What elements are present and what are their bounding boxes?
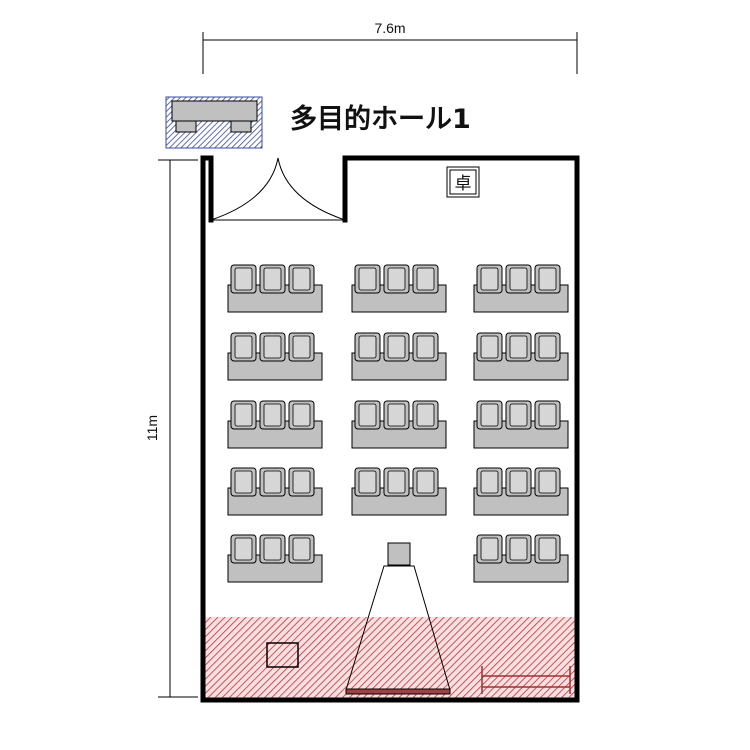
chair-seat: [358, 403, 377, 427]
chair-seat: [509, 403, 528, 427]
seat-block: [473, 467, 569, 516]
chair-seat: [538, 470, 557, 494]
seat-block: [351, 264, 447, 313]
room-walls: [200, 155, 580, 703]
chair-seat: [538, 335, 557, 359]
chair-seat: [538, 267, 557, 291]
chair-seat: [358, 335, 377, 359]
desk: 卓: [446, 166, 480, 198]
chair-seat: [387, 470, 406, 494]
height-dimension: 11m: [144, 159, 198, 698]
seat-block: [351, 400, 447, 449]
chair-seat: [292, 267, 311, 291]
chair-seat: [480, 403, 499, 427]
chair-seat: [480, 267, 499, 291]
seat-block: [473, 534, 569, 583]
chair-seat: [234, 537, 253, 561]
chair-seat: [416, 470, 435, 494]
seat-block: [227, 264, 323, 313]
seat-block: [227, 534, 323, 583]
chair-seat: [416, 403, 435, 427]
projector: [345, 542, 451, 695]
chair-seat: [538, 537, 557, 561]
chair-seat: [263, 335, 282, 359]
storage-area: [165, 96, 263, 149]
chair-seat: [234, 470, 253, 494]
double-door: [210, 157, 346, 221]
chair-seat: [292, 470, 311, 494]
seat-block: [351, 332, 447, 381]
chair-seat: [234, 267, 253, 291]
bench: [481, 666, 571, 694]
chair-seat: [263, 267, 282, 291]
seat-block: [351, 467, 447, 516]
seat-block: [227, 400, 323, 449]
seat-block: [473, 400, 569, 449]
seat-block: [473, 264, 569, 313]
chair-seat: [387, 403, 406, 427]
chair-seat: [509, 267, 528, 291]
chair-seat: [263, 537, 282, 561]
chair-seat: [480, 470, 499, 494]
chair-seat: [292, 403, 311, 427]
chair-seat: [416, 335, 435, 359]
chair-seat: [387, 335, 406, 359]
height-label: 11m: [144, 415, 160, 441]
width-dimension: 7.6m: [202, 20, 578, 74]
chair-seat: [387, 267, 406, 291]
chair-seat: [292, 335, 311, 359]
desk-label: 卓: [455, 174, 472, 194]
chair-seat: [234, 403, 253, 427]
stage-area: [203, 617, 577, 700]
seat-block: [473, 332, 569, 381]
chair-seat: [416, 267, 435, 291]
chair-seat: [263, 470, 282, 494]
chair-seat: [480, 537, 499, 561]
chair-seat: [358, 267, 377, 291]
chair-seat: [480, 335, 499, 359]
chair-seat: [358, 470, 377, 494]
chair-seat: [509, 335, 528, 359]
room-title: 多目的ホール1: [290, 103, 471, 135]
chair-seat: [263, 403, 282, 427]
chair-seat: [538, 403, 557, 427]
width-label: 7.6m: [374, 20, 405, 36]
stage-box: [266, 642, 299, 668]
seat-block: [227, 332, 323, 381]
chair-seat: [509, 470, 528, 494]
chair-seat: [234, 335, 253, 359]
seat-block: [227, 467, 323, 516]
chair-seat: [292, 537, 311, 561]
seating-area: [227, 264, 569, 583]
chair-seat: [509, 537, 528, 561]
